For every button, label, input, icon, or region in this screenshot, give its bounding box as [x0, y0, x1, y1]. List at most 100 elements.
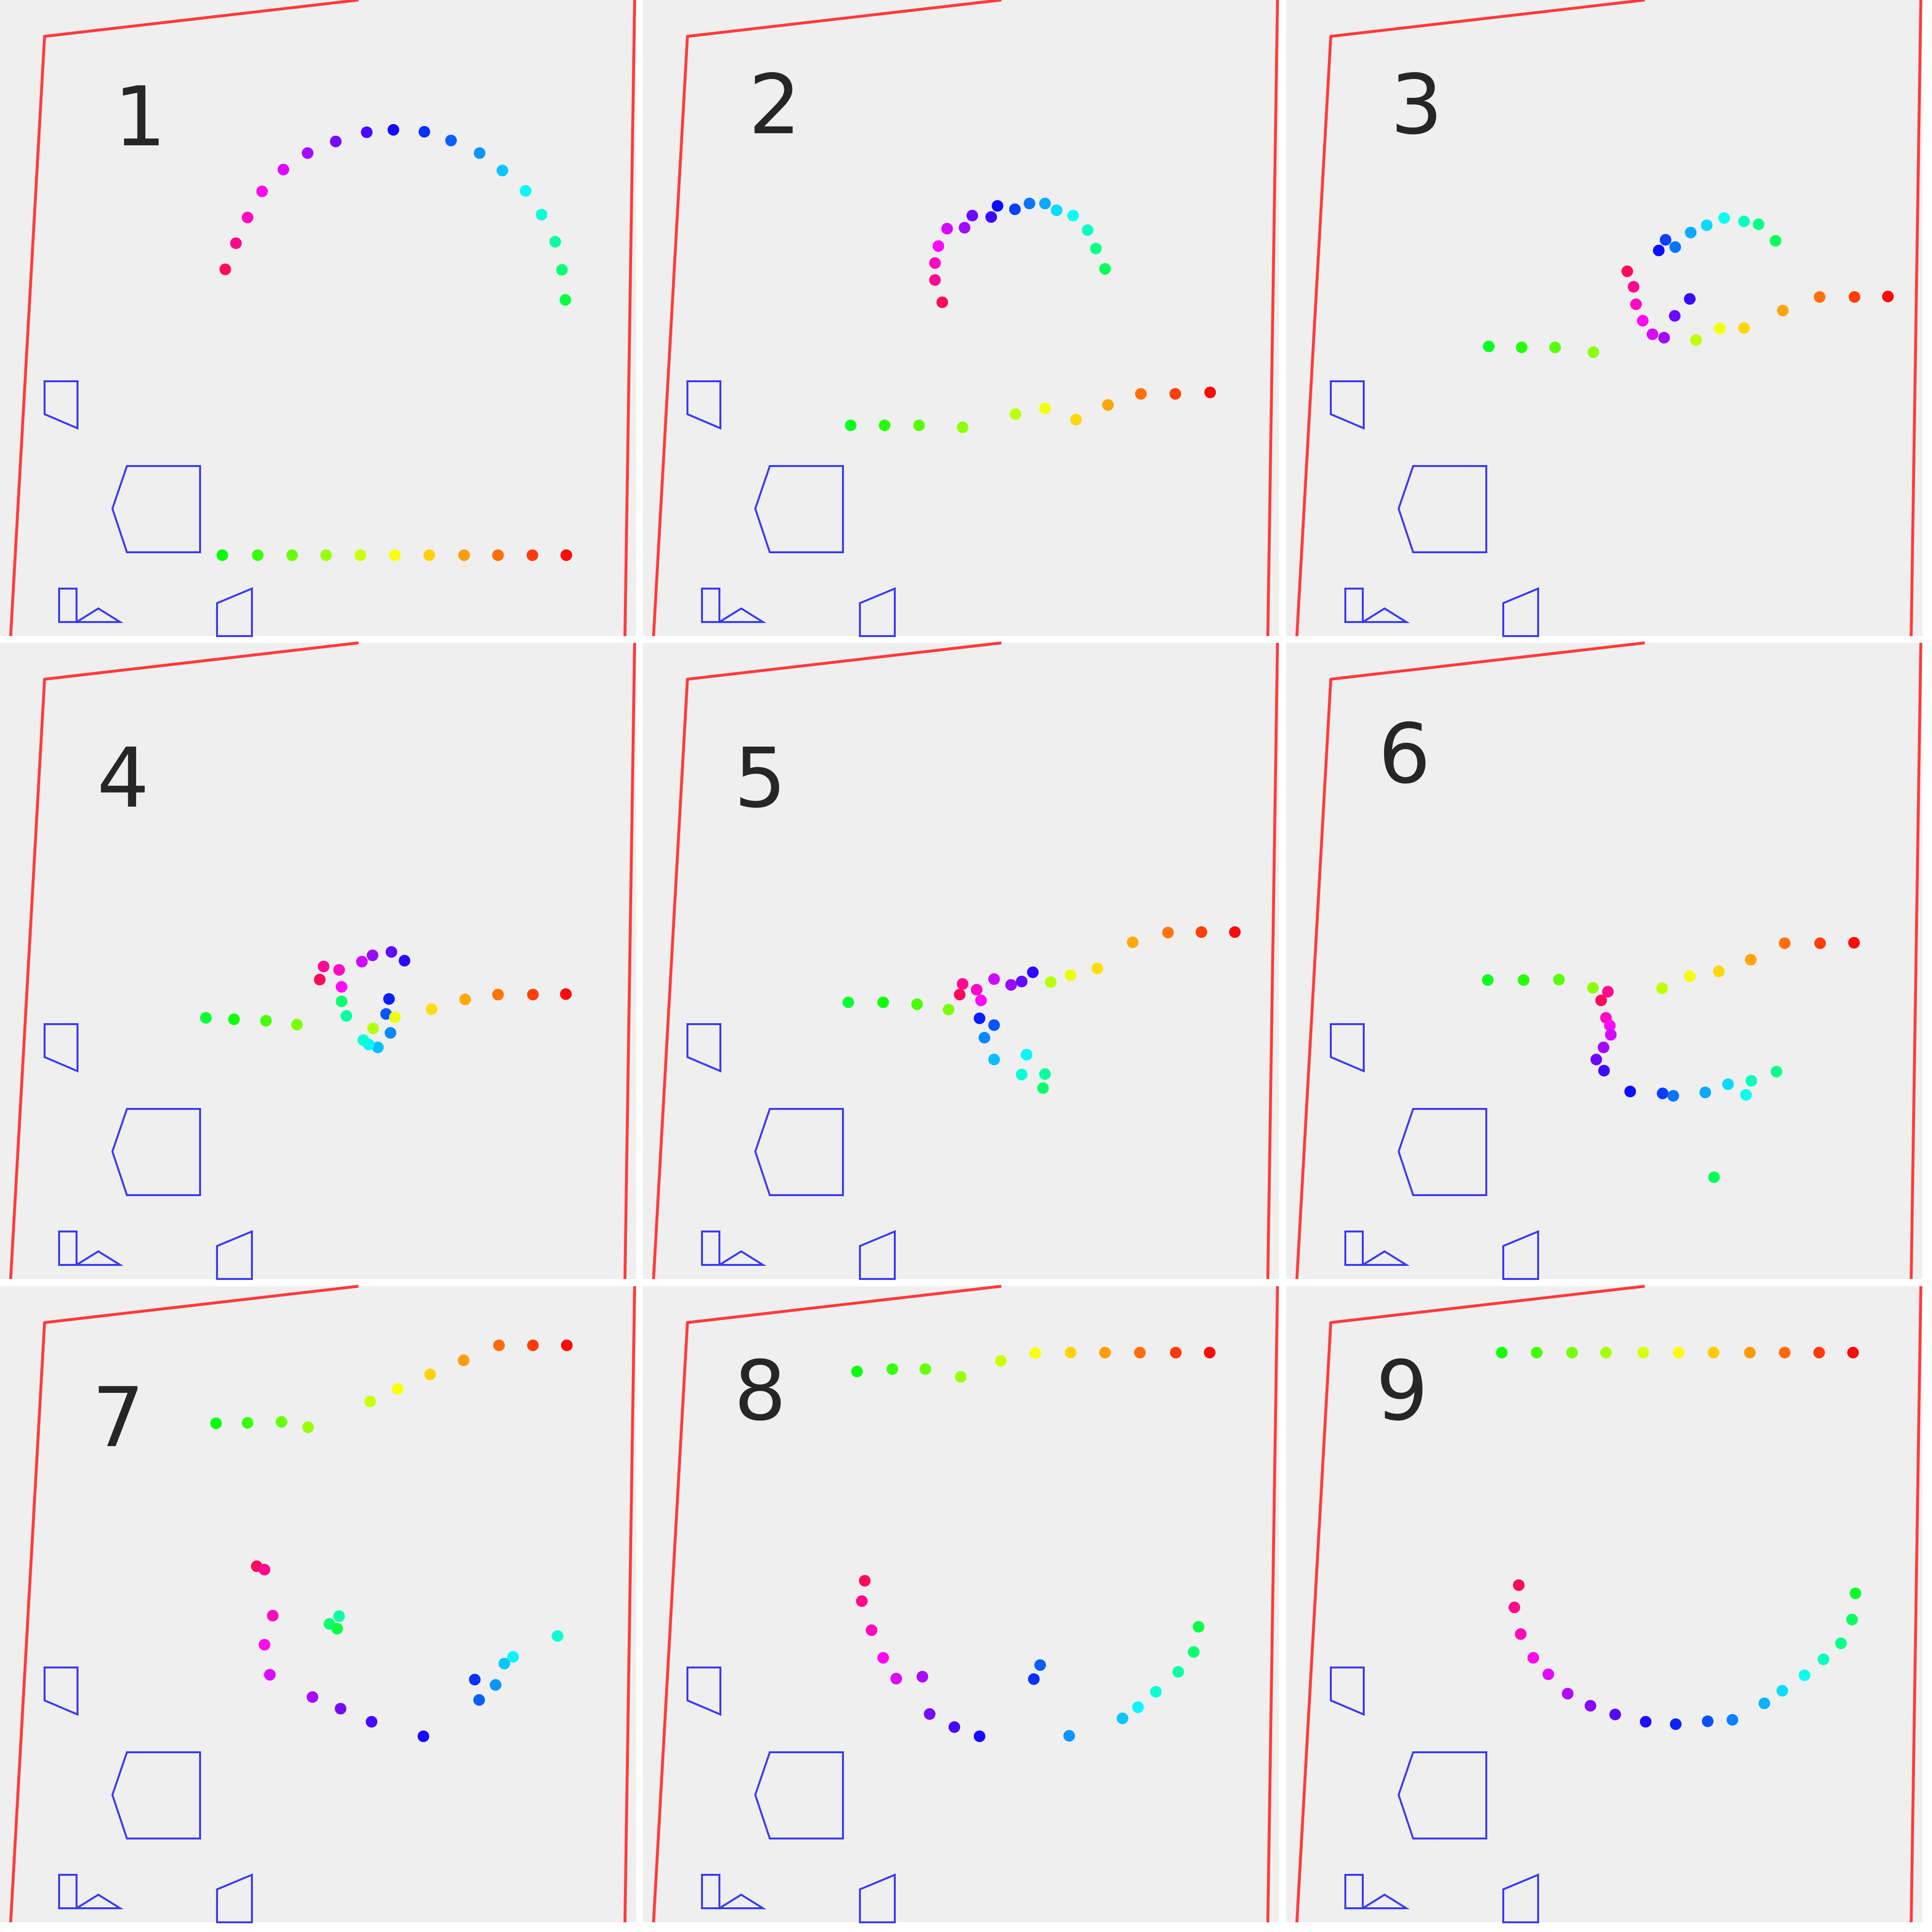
- trajectory-dot: [399, 955, 410, 966]
- trajectory-dot: [426, 1003, 437, 1015]
- trajectory-dot: [1170, 1347, 1182, 1358]
- panel-number-label: 6: [1378, 706, 1431, 802]
- trajectory-dot: [1714, 323, 1726, 334]
- trajectory-dot: [974, 1013, 985, 1024]
- trajectory-dot: [1690, 334, 1702, 346]
- trajectory-dot: [1483, 341, 1495, 352]
- trajectory-dot: [971, 984, 982, 996]
- frame-panel-9: 9: [1286, 1286, 1922, 1922]
- trajectory-dot: [1738, 216, 1750, 227]
- trajectory-dot: [331, 1623, 343, 1635]
- trajectory-dot: [988, 1054, 1000, 1065]
- trajectory-dot: [1670, 1718, 1682, 1730]
- trajectory-dot: [490, 1679, 501, 1691]
- trajectory-dot: [1091, 963, 1103, 974]
- trajectory-dot: [302, 1421, 314, 1433]
- trajectory-dot: [845, 420, 857, 431]
- trajectory-dot: [1849, 291, 1860, 303]
- trajectory-dot: [1531, 1347, 1542, 1358]
- trajectory-dot: [1585, 1700, 1596, 1712]
- panel-number-label: 1: [114, 69, 166, 165]
- trajectory-dot: [333, 1610, 345, 1622]
- trajectory-dot: [242, 1417, 253, 1429]
- trajectory-dot: [527, 1340, 539, 1351]
- trajectory-dot: [389, 549, 401, 561]
- trajectory-dot: [1172, 1666, 1184, 1678]
- trajectory-dot: [1637, 1347, 1649, 1358]
- trajectory-dot: [380, 1008, 392, 1020]
- panel-number-label: 5: [734, 731, 786, 826]
- trajectory-dot: [259, 1564, 270, 1575]
- trajectory-dot: [1701, 219, 1713, 231]
- panel-number-label: 8: [734, 1343, 786, 1439]
- trajectory-dot: [988, 1019, 1000, 1031]
- trajectory-dot: [507, 1651, 519, 1663]
- trajectory-dot: [1673, 1347, 1684, 1358]
- trajectory-dot: [1099, 1347, 1111, 1358]
- trajectory-dot: [1016, 976, 1028, 987]
- trajectory-dot: [1882, 291, 1894, 302]
- trajectory-dot: [527, 989, 539, 1000]
- trajectory-dot: [1657, 1088, 1668, 1099]
- trajectory-dot: [423, 549, 435, 561]
- trajectory-dot: [1684, 970, 1696, 982]
- trajectory-dot: [1656, 982, 1668, 994]
- trajectory-dot: [1848, 937, 1860, 949]
- trajectory-dot: [1587, 982, 1599, 994]
- trajectory-dot: [264, 1669, 276, 1681]
- trajectory-dot: [1549, 342, 1561, 353]
- trajectory-dot: [1496, 1347, 1508, 1358]
- trajectory-dot: [493, 1340, 505, 1351]
- trajectory-dot: [842, 997, 854, 1008]
- trajectory-dot: [966, 210, 978, 221]
- trajectory-dot: [1669, 310, 1681, 322]
- trajectory-dot: [1590, 1054, 1602, 1065]
- trajectory-dot: [1699, 1087, 1711, 1098]
- trajectory-dot: [929, 257, 941, 269]
- trajectory-dot: [1117, 1713, 1128, 1724]
- trajectory-dot: [302, 147, 313, 159]
- trajectory-dot: [1702, 1715, 1714, 1727]
- trajectory-dot: [276, 1416, 287, 1428]
- trajectory-dot: [1162, 927, 1174, 938]
- trajectory-dot: [959, 222, 970, 234]
- trajectory-dot: [385, 1027, 396, 1039]
- trajectory-dot: [1708, 1347, 1719, 1358]
- trajectory-dot: [367, 950, 378, 961]
- trajectory-dot: [890, 1673, 902, 1684]
- trajectory-dot: [1204, 387, 1216, 398]
- trajectory-dot: [361, 126, 373, 138]
- trajectory-dot: [1051, 204, 1062, 216]
- frame-panel-5: 5: [643, 643, 1279, 1279]
- trajectory-dot: [252, 549, 264, 561]
- trajectory-dot: [336, 996, 347, 1007]
- trajectory-dot: [1727, 1714, 1738, 1726]
- frame-panel-4: 4: [0, 643, 636, 1279]
- trajectory-dot: [1598, 1065, 1610, 1076]
- trajectory-dot: [1090, 243, 1102, 254]
- trajectory-dot: [1193, 1621, 1204, 1633]
- trajectory-dot: [1744, 1347, 1756, 1358]
- trajectory-dot: [1685, 227, 1697, 238]
- frame-panel-6: 6: [1286, 643, 1922, 1279]
- trajectory-dot: [217, 549, 228, 561]
- trajectory-dot: [1028, 1673, 1040, 1685]
- trajectory-dot: [1598, 1042, 1609, 1053]
- trajectory-dot: [286, 549, 298, 561]
- trajectory-dot: [419, 126, 430, 138]
- trajectory-dot: [1628, 281, 1639, 293]
- trajectory-dot: [459, 994, 471, 1005]
- trajectory-dot: [1102, 399, 1114, 411]
- trajectory-dot: [1669, 241, 1681, 253]
- panel-number-label: 9: [1376, 1343, 1428, 1439]
- trajectory-dot: [372, 1042, 384, 1053]
- trajectory-dot: [1021, 1049, 1032, 1060]
- trajectory-dot: [1814, 937, 1826, 949]
- trajectory-dot: [388, 124, 399, 136]
- trajectory-dot: [520, 185, 531, 197]
- trajectory-dot: [1745, 1075, 1757, 1087]
- trajectory-dot: [1566, 1347, 1578, 1358]
- trajectory-dot: [1588, 346, 1599, 358]
- trajectory-dot: [955, 1371, 966, 1383]
- trajectory-dot: [1847, 1347, 1859, 1358]
